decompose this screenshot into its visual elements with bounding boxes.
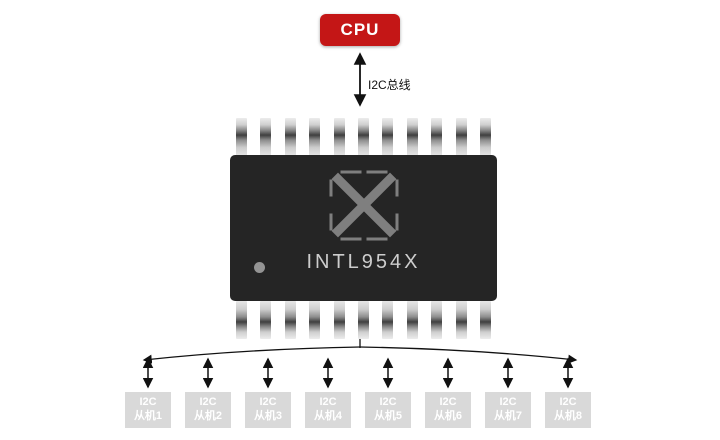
slave-label-line2: 从机8 (553, 410, 583, 422)
slave-box-6: I2C 从机6 (425, 392, 471, 428)
slave-box-7: I2C 从机7 (485, 392, 531, 428)
chip-pin (357, 118, 369, 156)
slave-label-line1: I2C (379, 396, 397, 409)
chip-pin (406, 118, 418, 156)
slave-box-5: I2C 从机5 (365, 392, 411, 428)
chip-pin (284, 118, 296, 156)
chip-pin (236, 118, 247, 156)
chip-pin (455, 118, 467, 156)
chip-body: INTL954X (230, 155, 497, 301)
chip-pins-top (236, 118, 491, 156)
chip-pin (333, 118, 345, 156)
slave-label-line1: I2C (559, 396, 577, 409)
slave-label-line1: I2C (139, 396, 157, 409)
slave-box-3: I2C 从机3 (245, 392, 291, 428)
slave-label-line2: 从机1 (133, 410, 163, 422)
chip-pin (260, 118, 272, 156)
chip-pin (382, 118, 394, 156)
slave-label-line1: I2C (319, 396, 337, 409)
slave-label-line1: I2C (259, 396, 277, 409)
slave-label-line1: I2C (499, 396, 517, 409)
chip-pin (479, 118, 491, 156)
chip-pin (309, 118, 321, 156)
slave-label-line2: 从机3 (253, 410, 283, 422)
slave-label-line1: I2C (439, 396, 457, 409)
slave-label-line2: 从机5 (373, 410, 403, 422)
cpu-box: CPU (320, 14, 400, 46)
slave-label-line2: 从机2 (193, 410, 223, 422)
bus-label: I2C总线 (368, 78, 411, 92)
slave-label-line2: 从机6 (433, 410, 463, 422)
chip-logo-icon (329, 170, 398, 241)
slave-label-line2: 从机4 (313, 410, 343, 422)
slave-label-line2: 从机7 (493, 410, 523, 422)
cpu-label: CPU (340, 20, 380, 39)
slave-box-8: I2C 从机8 (545, 392, 591, 428)
slave-box-2: I2C 从机2 (185, 392, 231, 428)
chip-pin (431, 118, 443, 156)
slave-label-line1: I2C (199, 396, 217, 409)
slave-box-4: I2C 从机4 (305, 392, 351, 428)
slave-box-1: I2C 从机1 (125, 392, 171, 428)
pin1-indicator-dot (254, 262, 265, 273)
chip-part-number: INTL954X (306, 251, 421, 273)
